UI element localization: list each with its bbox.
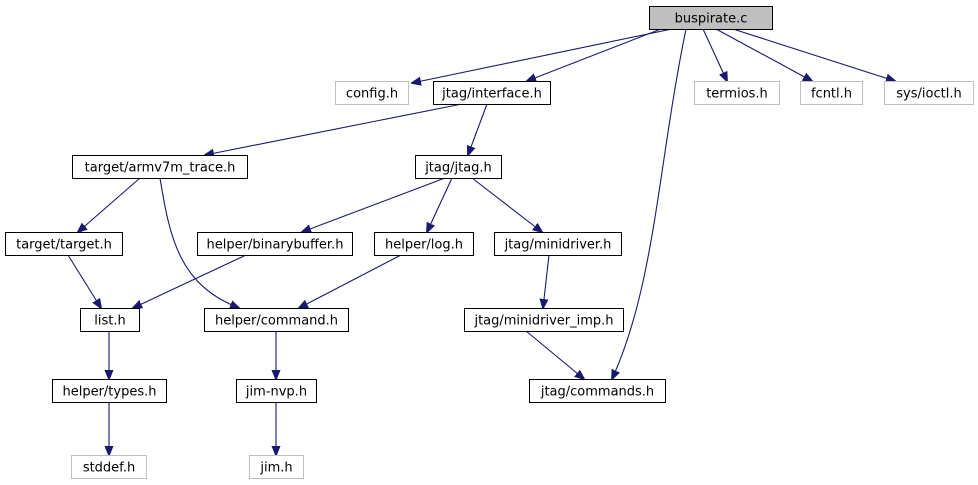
- node-box: [52, 379, 167, 403]
- node-box: [204, 308, 349, 332]
- edge-target-target-h-to-list-h: [67, 254, 101, 308]
- node-label: jtag/jtag.h: [424, 161, 492, 176]
- node-termios-h: termios.h: [694, 81, 780, 105]
- node-helper-log-h[interactable]: helper/log.h: [374, 232, 474, 256]
- edge-buspirate-c-to-jtag-interface-h: [527, 28, 662, 81]
- node-stddef-h: stddef.h: [71, 455, 147, 479]
- node-label: config.h: [346, 87, 398, 102]
- edge-buspirate-c-to-sys-ioctl-h: [732, 28, 895, 81]
- edge-jtag-jtag-h-to-helper-binarybuffer-h: [302, 177, 446, 232]
- node-box: [236, 379, 317, 403]
- edge-jtag-minidriver-h-to-jtag-minidriver-imp-h: [543, 254, 550, 308]
- edge-target-armv7m-trace-h-to-target-target-h: [78, 177, 141, 232]
- node-box: [415, 155, 502, 179]
- node-label: list.h: [94, 314, 125, 329]
- edge-jtag-interface-h-to-target-armv7m-trace-h: [205, 103, 463, 155]
- node-box: [374, 232, 474, 256]
- node-label: jim-nvp.h: [245, 385, 307, 400]
- node-label: buspirate.c: [675, 12, 748, 27]
- node-box: [335, 81, 409, 105]
- node-box: [529, 379, 666, 403]
- node-jtag-minidriver-h[interactable]: jtag/minidriver.h: [494, 232, 622, 256]
- edge-target-armv7m-trace-h-to-helper-command-h: [159, 177, 239, 308]
- node-target-target-h[interactable]: target/target.h: [5, 232, 123, 256]
- edge-jtag-jtag-h-to-helper-log-h: [427, 177, 453, 232]
- node-label: target/target.h: [16, 238, 112, 253]
- node-helper-types-h[interactable]: helper/types.h: [52, 379, 167, 403]
- node-box: [5, 232, 123, 256]
- edge-helper-log-h-to-helper-command-h: [299, 254, 402, 308]
- node-box: [464, 308, 624, 332]
- node-jtag-minidriver-imp-h[interactable]: jtag/minidriver_imp.h: [464, 308, 624, 332]
- node-jtag-jtag-h[interactable]: jtag/jtag.h: [415, 155, 502, 179]
- node-label: fcntl.h: [811, 87, 852, 102]
- node-label: helper/log.h: [385, 238, 463, 253]
- node-box: [197, 232, 353, 256]
- node-box: [694, 81, 780, 105]
- edge-buspirate-c-to-config-h: [412, 28, 673, 83]
- node-label: jim.h: [259, 461, 292, 476]
- edge-helper-binarybuffer-h-to-list-h: [133, 254, 247, 308]
- node-label: helper/types.h: [62, 385, 156, 400]
- edge-buspirate-c-to-jtag-commands-h: [612, 28, 687, 379]
- node-label: helper/command.h: [215, 314, 338, 329]
- nodes-layer: buspirate.c config.h jtag/interface.h termi…: [5, 6, 974, 479]
- node-label: jtag/minidriver_imp.h: [473, 314, 613, 329]
- node-helper-binarybuffer-h[interactable]: helper/binarybuffer.h: [197, 232, 353, 256]
- node-box: [80, 308, 140, 332]
- node-fcntl-h: fcntl.h: [800, 81, 863, 105]
- node-box: [494, 232, 622, 256]
- edges-layer: [67, 28, 895, 455]
- edge-buspirate-c-to-fcntl-h: [715, 28, 812, 81]
- node-box: [72, 155, 248, 179]
- node-box: [884, 81, 974, 105]
- node-jim-h: jim.h: [249, 455, 304, 479]
- node-label: jtag/interface.h: [441, 87, 542, 102]
- node-label: sys/ioctl.h: [896, 87, 961, 102]
- node-sys-ioctl-h: sys/ioctl.h: [884, 81, 974, 105]
- edge-buspirate-c-to-termios-h: [702, 28, 727, 81]
- node-label: termios.h: [706, 87, 768, 102]
- edge-jtag-interface-h-to-jtag-jtag-h: [468, 103, 488, 155]
- node-box: [800, 81, 863, 105]
- edge-jtag-jtag-h-to-jtag-minidriver-h: [471, 177, 542, 232]
- node-config-h: config.h: [335, 81, 409, 105]
- node-jim-nvp-h[interactable]: jim-nvp.h: [236, 379, 317, 403]
- node-jtag-commands-h[interactable]: jtag/commands.h: [529, 379, 666, 403]
- node-box: [249, 455, 304, 479]
- node-label: target/armv7m_trace.h: [85, 161, 236, 176]
- node-box: [649, 6, 773, 30]
- node-jtag-interface-h[interactable]: jtag/interface.h: [433, 81, 551, 105]
- node-label: helper/binarybuffer.h: [207, 238, 344, 253]
- node-label: stddef.h: [83, 461, 135, 476]
- edge-jtag-minidriver-imp-h-to-jtag-commands-h: [525, 330, 584, 379]
- node-label: jtag/minidriver.h: [504, 238, 612, 253]
- node-label: jtag/commands.h: [540, 385, 654, 400]
- node-buspirate-c[interactable]: buspirate.c: [649, 6, 773, 30]
- node-target-armv7m-trace-h[interactable]: target/armv7m_trace.h: [72, 155, 248, 179]
- node-list-h[interactable]: list.h: [80, 308, 140, 332]
- node-helper-command-h[interactable]: helper/command.h: [204, 308, 349, 332]
- node-box: [433, 81, 551, 105]
- node-box: [71, 455, 147, 479]
